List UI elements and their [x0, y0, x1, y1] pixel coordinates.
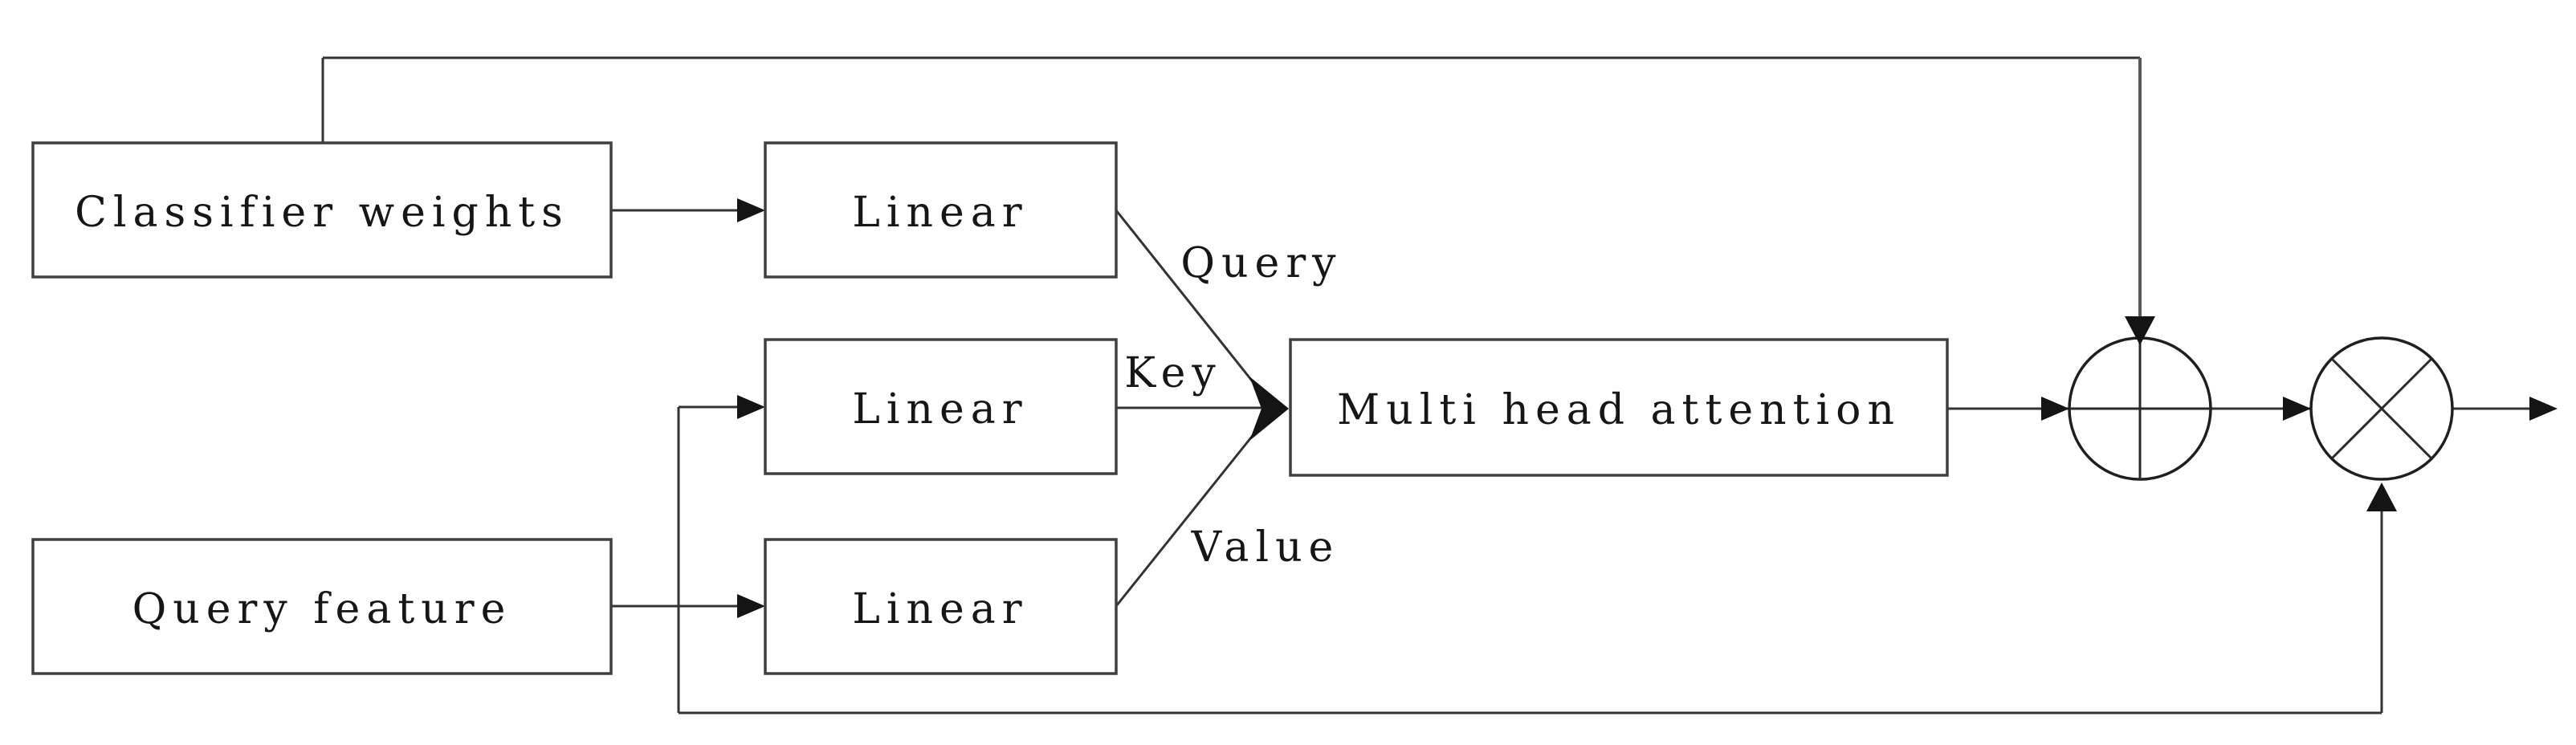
node-classifier-weights: Classifier weights	[31, 141, 613, 279]
node-multi-head-attention: Multi head attention	[1289, 338, 1949, 477]
classifier-weights-label: Classifier weights	[75, 189, 569, 237]
multiply-operator	[2309, 336, 2454, 481]
arrowhead-into-plus-left	[2041, 397, 2069, 421]
arrowhead-into-linear-query	[737, 198, 765, 222]
arrowhead-into-times-left	[2283, 397, 2311, 421]
key-edge-label: Key	[1124, 349, 1222, 397]
times-diagonal-2	[2330, 357, 2433, 460]
edge-query-diagonal	[1115, 210, 1269, 401]
node-linear-value: Linear	[764, 538, 1118, 675]
node-linear-key: Linear	[764, 338, 1118, 475]
linear-value-label: Linear	[852, 585, 1028, 633]
arrowhead-output-end	[2529, 397, 2558, 421]
query-edge-label: Query	[1180, 239, 1342, 287]
edge-value-diagonal	[1115, 417, 1269, 607]
arrowhead-into-linear-key	[737, 395, 765, 419]
value-edge-label: Value	[1191, 523, 1340, 572]
arrowhead-qkv-into-attention	[1249, 377, 1289, 441]
arrowhead-down-into-plus	[2125, 316, 2155, 345]
node-linear-query: Linear	[764, 141, 1118, 279]
query-feature-label: Query feature	[132, 585, 512, 633]
add-operator	[2068, 336, 2212, 481]
node-query-feature: Query feature	[31, 538, 613, 675]
arrowhead-into-linear-value	[737, 594, 765, 618]
multi-head-attention-label: Multi head attention	[1337, 386, 1901, 434]
linear-key-label: Linear	[852, 385, 1028, 434]
arrowhead-up-into-times	[2366, 482, 2397, 511]
linear-query-label: Linear	[852, 189, 1028, 237]
